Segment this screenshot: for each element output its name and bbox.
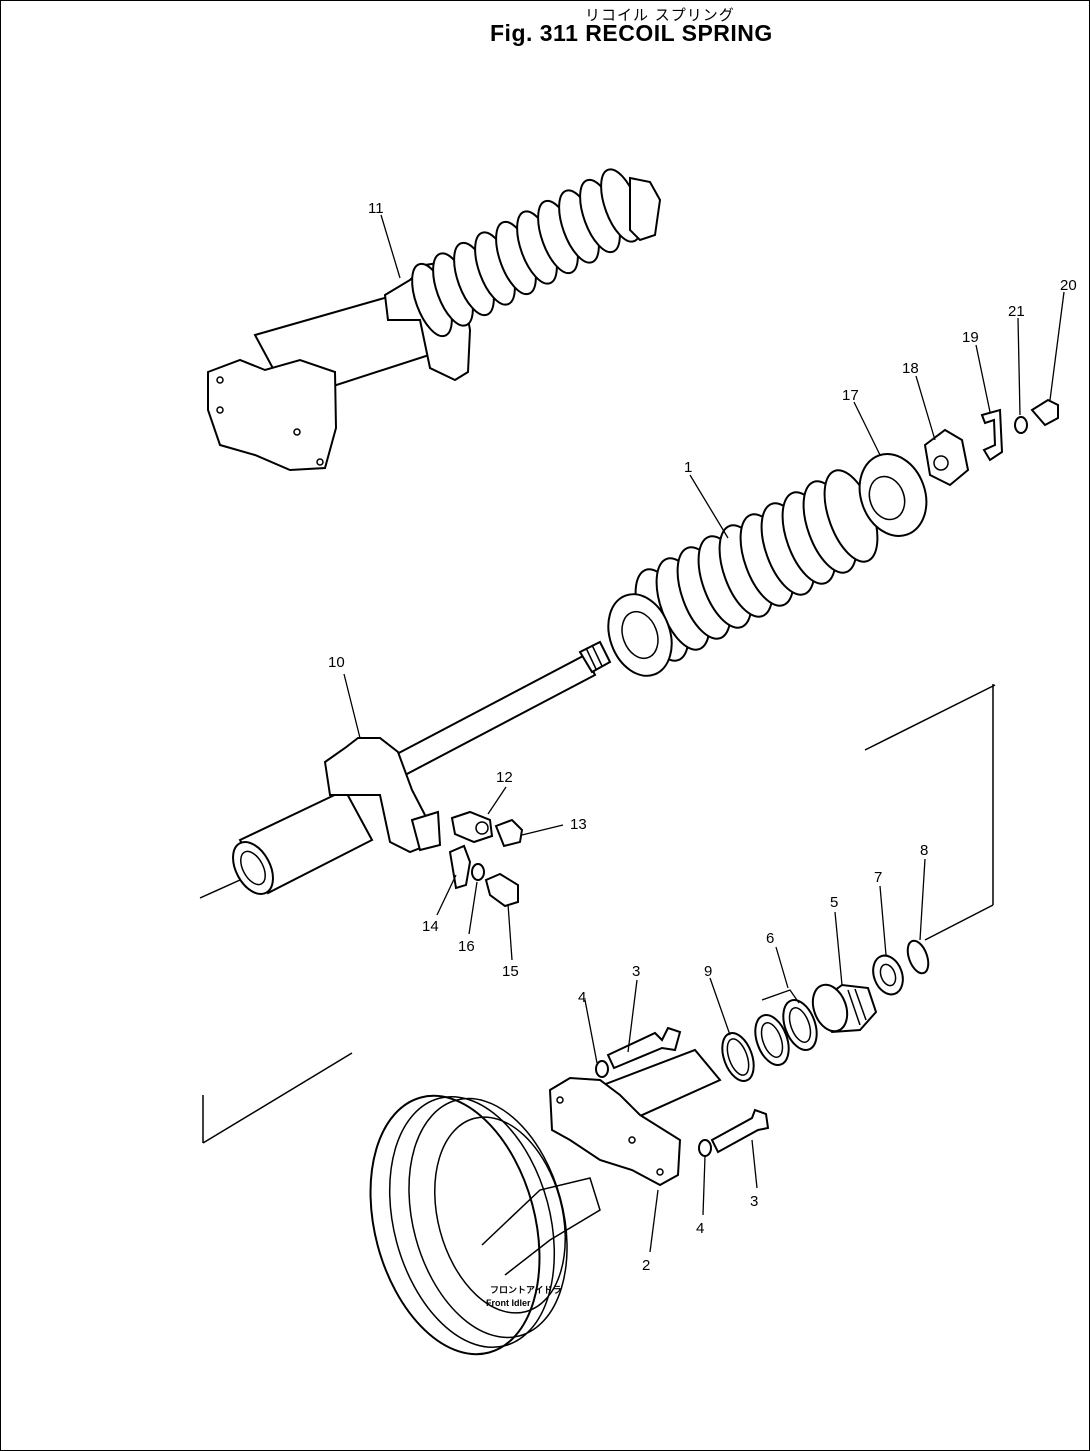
ring-7 xyxy=(872,954,904,996)
front-idler-note-jp: フロントアイドラ xyxy=(490,1285,562,1295)
callout-1: 1 xyxy=(684,459,692,476)
idler-yoke-2 xyxy=(548,1048,722,1187)
bolt-3-lower xyxy=(710,1108,770,1154)
callout-3-upper: 3 xyxy=(632,963,640,980)
callout-4-upper: 4 xyxy=(578,989,586,1006)
bolt-3-upper xyxy=(606,1026,682,1070)
callout-labels: 11 1 17 18 19 21 20 10 12 13 14 16 15 4 … xyxy=(328,200,1077,1308)
bolt-20 xyxy=(1030,398,1059,427)
washer-4-lower xyxy=(698,1139,712,1157)
packing-set-6 xyxy=(754,999,818,1066)
valve-13 xyxy=(494,818,524,848)
callout-15: 15 xyxy=(502,963,519,980)
snap-ring-8 xyxy=(906,939,930,975)
title-japanese: リコイル スプリング xyxy=(585,6,735,24)
break-lines xyxy=(199,684,996,1144)
spring-1 xyxy=(607,469,879,677)
leader-lines xyxy=(343,214,1065,1253)
callout-11: 11 xyxy=(368,200,384,217)
callout-6: 6 xyxy=(766,930,774,947)
callout-20: 20 xyxy=(1060,277,1077,294)
washer-21 xyxy=(1014,416,1028,434)
callout-12: 12 xyxy=(496,769,513,786)
callout-21: 21 xyxy=(1008,303,1025,320)
front-idler-note-en: Front Idler xyxy=(486,1298,531,1308)
callout-14: 14 xyxy=(422,918,439,935)
callout-9: 9 xyxy=(704,963,712,980)
callout-3-lower: 3 xyxy=(750,1193,758,1210)
plug-12 xyxy=(450,810,494,844)
callout-8: 8 xyxy=(920,842,928,859)
spring-seat-17 xyxy=(858,453,928,537)
rod-and-yoke-10 xyxy=(232,640,612,895)
washer-4-upper xyxy=(595,1060,609,1078)
callout-5: 5 xyxy=(830,894,838,911)
bolt-15 xyxy=(484,872,519,908)
callout-19: 19 xyxy=(962,329,979,346)
callout-2: 2 xyxy=(642,1257,650,1274)
callout-17: 17 xyxy=(842,387,859,404)
washer-16 xyxy=(471,863,485,881)
assembled-recoil-spring-11 xyxy=(207,168,662,472)
front-idler-wheel xyxy=(369,1094,601,1356)
callout-18: 18 xyxy=(902,360,919,377)
lock-plate-19 xyxy=(980,408,1004,462)
callout-10: 10 xyxy=(328,654,345,671)
callout-13: 13 xyxy=(570,816,587,833)
piston-5 xyxy=(811,983,878,1034)
ring-9 xyxy=(721,1032,755,1082)
callout-7: 7 xyxy=(874,869,882,886)
callout-16: 16 xyxy=(458,938,475,955)
nut-18 xyxy=(923,428,970,487)
figure-title: Fig. 311 RECOIL SPRING xyxy=(490,20,773,46)
callout-4-lower: 4 xyxy=(696,1220,704,1237)
